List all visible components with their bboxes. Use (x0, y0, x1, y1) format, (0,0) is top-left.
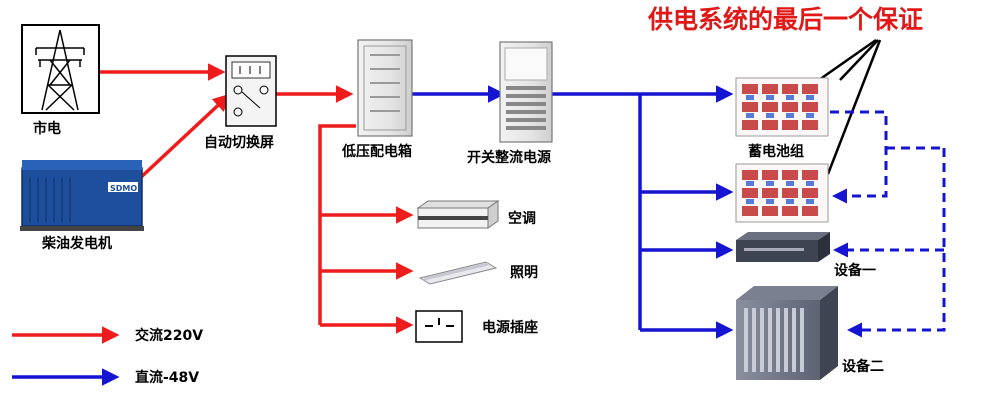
device-1-icon (736, 232, 830, 262)
battery-backup-dashed-lines (830, 110, 946, 338)
line-diesel-to-ats (136, 93, 231, 182)
socket-label: 电源插座 (482, 319, 538, 336)
ats-label: 自动切换屏 (204, 134, 274, 151)
diagram-title: 供电系统的最后一个保证 (647, 5, 923, 34)
battery-bank-1-icon (735, 77, 829, 137)
transmission-tower-icon (21, 24, 100, 114)
diesel-label: 柴油发电机 (41, 235, 112, 252)
line-lvbox-trunk (318, 124, 356, 325)
legend-ac-label: 交流220V (135, 327, 203, 344)
lv-box-label: 低压配电箱 (341, 143, 412, 160)
air-conditioner-icon (416, 200, 500, 229)
dc-lines (410, 85, 734, 339)
diesel-brand: SDMO (110, 184, 137, 193)
rectifier-cabinet-icon (499, 41, 553, 143)
aircon-label: 空调 (508, 210, 536, 227)
diesel-generator-icon: SDMO (20, 160, 144, 231)
lighting-label: 照明 (510, 265, 538, 281)
device-2-icon (736, 286, 838, 380)
lv-distribution-box-icon (357, 39, 413, 137)
rectifier-label: 开关整流电源 (467, 149, 551, 166)
device2-label: 设备二 (842, 358, 884, 375)
legend: 交流220V 直流-48V (12, 326, 203, 386)
grid-label: 市电 (33, 120, 61, 137)
ats-panel-icon (225, 55, 277, 127)
title-pointer-lines (815, 38, 882, 175)
battery-label: 蓄电池组 (748, 143, 804, 160)
device1-label: 设备一 (834, 262, 876, 279)
lighting-fixture-icon (418, 261, 498, 285)
battery-bank-2-icon (735, 163, 829, 223)
ac-lines (100, 63, 414, 334)
power-socket-icon (415, 310, 463, 343)
legend-dc-label: 直流-48V (135, 369, 199, 386)
